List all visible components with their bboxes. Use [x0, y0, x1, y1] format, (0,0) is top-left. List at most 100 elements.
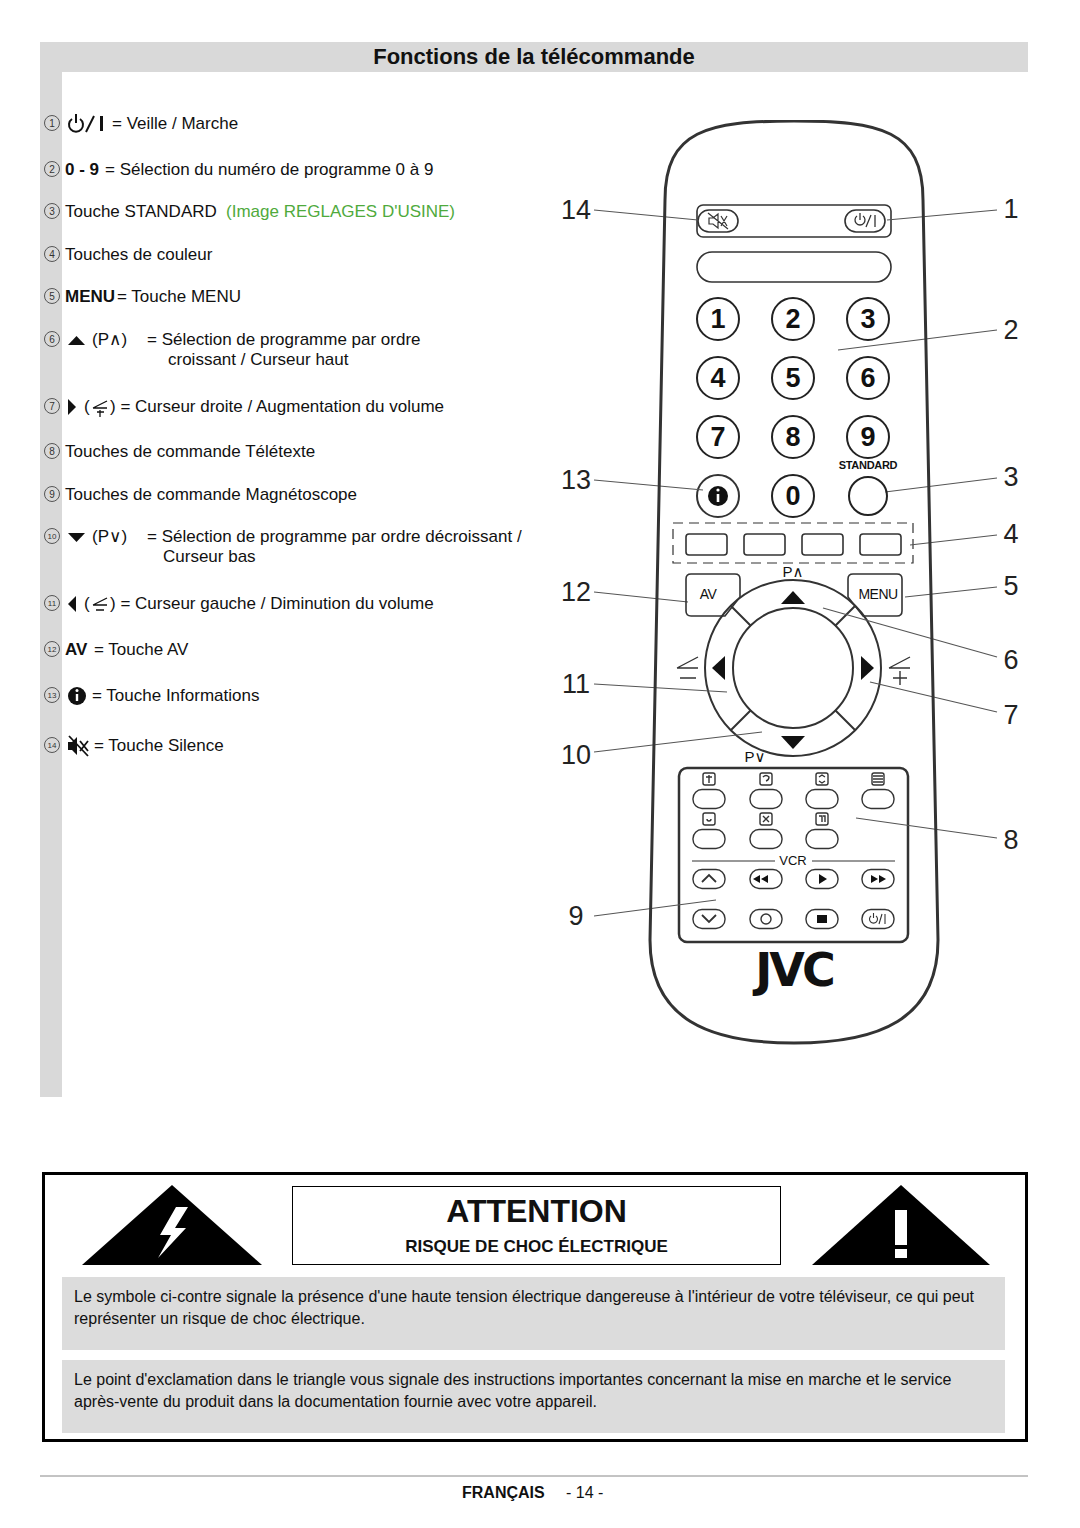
attention-frame: [44, 1174, 1027, 1441]
button: [806, 830, 838, 849]
description-text: = Touche Informations: [92, 686, 259, 706]
number-button: 1: [696, 297, 740, 341]
warning-triangle: [895, 1249, 907, 1258]
warning-triangle: [812, 1185, 990, 1265]
button-number: 6: [860, 363, 875, 393]
button-number: 8: [785, 422, 800, 452]
remote-details: [708, 486, 728, 506]
description-text: (P∨): [92, 527, 127, 547]
vcr-mark: [702, 875, 716, 922]
button-shape: [848, 574, 902, 616]
leader-line: [887, 210, 997, 220]
standard-button: STANDARD: [836, 459, 900, 519]
callout-number: 2: [995, 314, 1027, 346]
list-number: 3: [44, 203, 60, 219]
callout-number: 13: [558, 464, 594, 496]
leader-line: [594, 684, 727, 692]
button-number: 7: [710, 422, 725, 452]
list-number: 14: [44, 737, 60, 753]
number-button: 0: [771, 474, 815, 518]
description-text: = Touche AV: [94, 640, 188, 660]
callout-number: 4: [995, 518, 1027, 550]
description-text: = Veille / Marche: [112, 114, 238, 134]
number-button: 4: [696, 356, 740, 400]
callout-number: 11: [558, 668, 594, 700]
list-icons: [68, 687, 86, 705]
leader-line: [594, 480, 703, 490]
vcr-mark: [869, 913, 885, 924]
number-button: 5: [771, 356, 815, 400]
page-footer: FRANÇAIS: [462, 1483, 545, 1503]
av-button: AV: [685, 573, 741, 617]
button: [750, 830, 782, 849]
callout-number: 6: [995, 644, 1027, 676]
list-icons: [68, 533, 85, 542]
remote-details: [697, 252, 891, 282]
list-number: 9: [44, 486, 60, 502]
description-text: Touches de commande Magnétoscope: [65, 485, 357, 505]
remote-details: [712, 656, 725, 680]
callout-number: 14: [558, 194, 594, 226]
remote-details: [697, 205, 891, 237]
description-text: = Sélection du numéro de programme 0 à 9: [105, 160, 433, 180]
list-number: 8: [44, 443, 60, 459]
button: [750, 910, 782, 929]
list-icons: [68, 399, 76, 415]
button-label: MENU: [855, 586, 901, 602]
leader-line: [823, 608, 997, 657]
warning-triangle: [895, 1210, 907, 1245]
key-marking: VCR: [763, 853, 823, 869]
attention-frame: [44, 1174, 1027, 1441]
list-number: 7: [44, 398, 60, 414]
menu-button: MENU: [847, 573, 903, 617]
list-number: 13: [44, 687, 60, 703]
button: [750, 790, 782, 809]
button-number: 9: [860, 422, 875, 452]
button: [862, 910, 894, 929]
description-text: ) = Curseur gauche / Diminution du volum…: [110, 594, 434, 614]
number-button: 8: [771, 415, 815, 459]
list-number: 4: [44, 246, 60, 262]
button: [806, 790, 838, 809]
description-text: Touches de couleur: [65, 245, 212, 265]
description-text: MENU: [65, 287, 115, 307]
remote-details: [855, 213, 875, 227]
warning-triangle: [82, 1185, 262, 1265]
remote-details: [716, 488, 719, 491]
remote-control: JVC1234567890STANDARDAVMENU: [648, 120, 940, 1045]
note-panel: Le point d'exclamation dans le triangle …: [62, 1360, 1005, 1433]
list-number: 10: [44, 528, 60, 544]
remote-outline: [650, 121, 938, 1043]
remote-details: [708, 213, 728, 229]
list-icons: [86, 116, 94, 132]
button-number: 4: [710, 363, 725, 393]
remote-outline: [648, 120, 940, 1045]
title-band: [40, 72, 62, 1097]
description-text: ) = Curseur droite / Augmentation du vol…: [110, 397, 444, 417]
button-number: 3: [860, 304, 875, 334]
button: [693, 870, 725, 889]
number-button: 2: [771, 297, 815, 341]
remote-details: [731, 606, 855, 730]
list-number: 2: [44, 161, 60, 177]
remote-details: [717, 494, 720, 502]
icon: [703, 813, 715, 825]
button: [862, 790, 894, 809]
description-text: (Image REGLAGES D'USINE): [226, 202, 455, 222]
remote-details: [677, 657, 910, 685]
note-text: Le point d'exclamation dans le triangle …: [74, 1369, 993, 1413]
callout-number: 1: [995, 193, 1027, 225]
button-number: 0: [785, 481, 800, 511]
list-number: 1: [44, 115, 60, 131]
description-text: = Touche Silence: [94, 736, 224, 756]
remote-details: [697, 475, 739, 517]
callout-number: 7: [995, 699, 1027, 731]
number-button: 3: [846, 297, 890, 341]
list-icons: [69, 736, 88, 756]
callout-number: 5: [995, 570, 1027, 602]
callout-number: 9: [558, 900, 594, 932]
warning-triangle: [158, 1207, 188, 1258]
key-marking: P∧: [763, 563, 823, 581]
vcr-mark: [753, 874, 886, 923]
